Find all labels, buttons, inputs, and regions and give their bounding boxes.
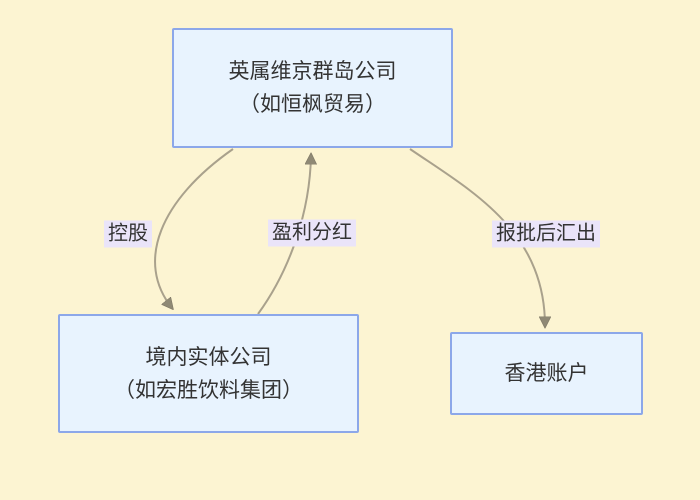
node-label-line: （如宏胜饮料集团） (114, 378, 303, 402)
node-label-line: 香港账户 (504, 362, 589, 385)
node-domestic-company: 境内实体公司 （如宏胜饮料集团） (58, 314, 359, 433)
edge-remittance-arrow (409, 148, 545, 326)
node-bvi-company: 英属维京群岛公司 （如恒枫贸易） (172, 28, 453, 148)
node-label-line: 境内实体公司 (145, 345, 272, 369)
node-label-line: 英属维京群岛公司 (228, 60, 397, 83)
edge-holding-arrow (154, 148, 234, 308)
node-hk-account: 香港账户 (450, 332, 643, 415)
edge-label-dividend: 盈利分红 (268, 219, 356, 247)
edge-label-holding: 控股 (104, 220, 152, 248)
node-label-line: （如恒枫贸易） (239, 93, 386, 116)
edge-label-remittance: 报批后汇出 (492, 220, 600, 248)
